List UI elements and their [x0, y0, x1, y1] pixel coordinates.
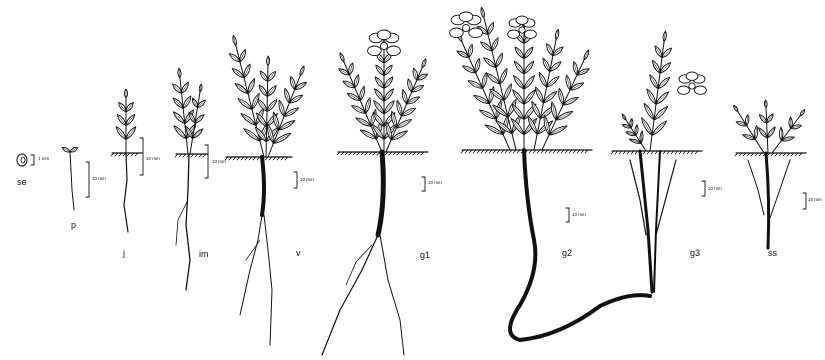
scale-text-g2: 10 mm	[572, 212, 586, 217]
flower-g2	[469, 28, 483, 38]
stage-label-im: im	[199, 249, 209, 259]
leaf-midrib	[176, 128, 187, 139]
flower-g2	[450, 28, 464, 38]
flower-g3	[678, 86, 690, 94]
scale-text-im: 10 mm	[212, 159, 226, 164]
scale-text-ss: 10 mm	[808, 197, 822, 202]
dead-shoot	[770, 160, 790, 218]
flower-center	[462, 24, 469, 31]
flower-g2	[508, 30, 520, 38]
root-g1	[322, 235, 378, 355]
stage-label-j: j	[122, 248, 125, 258]
taproot-im	[186, 154, 190, 290]
leaf-midrib	[652, 123, 664, 135]
flower-g1	[377, 30, 391, 40]
rootstock-v	[262, 157, 264, 215]
flower-g1	[368, 46, 382, 56]
leaf-midrib	[515, 78, 524, 89]
scale-text-g1: 10 mm	[428, 180, 442, 185]
root-v	[240, 215, 262, 315]
stem-ss-2	[766, 108, 768, 153]
scale-text-p: 10 mm	[92, 176, 106, 181]
leaf-midrib	[643, 120, 652, 135]
flower-g2	[459, 12, 473, 22]
stage-label-v: v	[296, 248, 301, 258]
flower-center	[519, 27, 525, 33]
flower-g1	[387, 46, 401, 56]
dead-shoot	[748, 160, 764, 215]
rootstock-ss	[766, 153, 769, 248]
stage-label-g2: g2	[562, 248, 572, 258]
stage-label-se: se	[17, 177, 27, 187]
rootstock-g1	[378, 152, 383, 235]
lateral-root	[346, 245, 372, 285]
taproot-j	[124, 153, 128, 232]
rootstock-g3	[640, 151, 652, 292]
flower-g3	[694, 86, 706, 94]
flower-g3	[686, 72, 698, 80]
scale-text-g3: 10 mm	[708, 186, 722, 191]
leaf-midrib	[524, 78, 533, 89]
root-v	[264, 215, 272, 345]
seed-embryo	[21, 157, 25, 163]
flower-g2	[524, 30, 536, 38]
rootstock-g2	[510, 150, 650, 340]
scale-text-se: 1 mm	[38, 156, 50, 161]
flower-center	[380, 42, 387, 49]
scale-text-v: 10 mm	[300, 177, 314, 182]
stem-ss-3	[772, 116, 800, 153]
stage-label-p: p	[71, 220, 76, 230]
stage-label-ss: ss	[768, 248, 778, 258]
stage-label-g1: g1	[420, 250, 430, 260]
root-g1	[380, 235, 404, 355]
seedling-root	[70, 152, 74, 210]
flower-g2	[516, 16, 528, 24]
leaf-midrib	[646, 106, 654, 120]
flower-center	[689, 83, 695, 89]
scale-text-j: 10 mm	[146, 156, 160, 161]
stage-label-g3: g3	[690, 248, 700, 258]
